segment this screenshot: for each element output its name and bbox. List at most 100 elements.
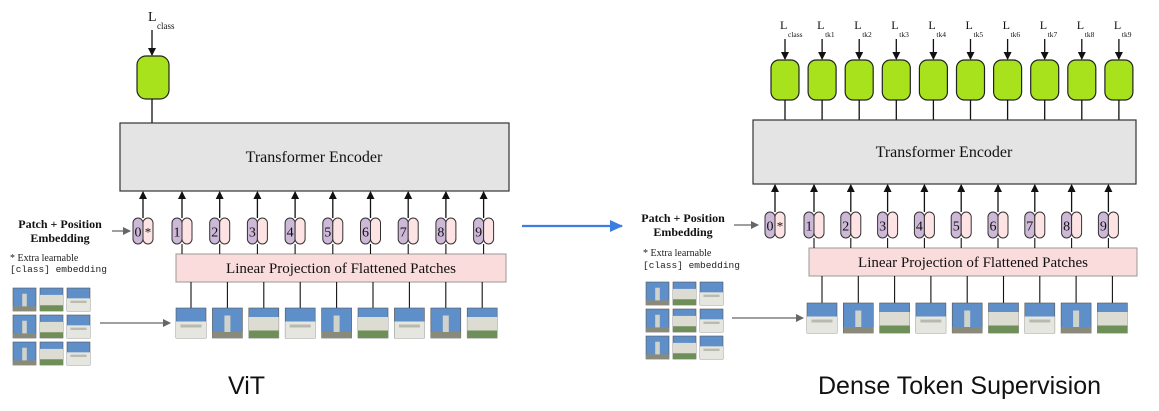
dense-loss-label-tk1: L: [817, 18, 824, 32]
left_panel-patch-5: [321, 307, 352, 339]
right_panel-token-label-7: 7: [1026, 220, 1033, 235]
left_panel-grid-cell-3: [66, 287, 91, 312]
vit-loss-label: L: [148, 10, 157, 25]
dense-loss-subscript-class: class: [788, 30, 803, 39]
left_panel-class-token-marker: *: [145, 225, 152, 240]
dense-output-head-tk3: [881, 59, 911, 101]
dense-embedding-label-line1: Patch + Position: [641, 211, 725, 225]
vit-input-image-grid: [12, 287, 91, 366]
left_panel-token-embedding-5: [332, 217, 344, 245]
dense-loss-subscript-tk2: tk2: [862, 30, 872, 39]
right_panel-patch-2: [842, 302, 874, 334]
dense-loss-label-tk8: L: [1077, 18, 1084, 32]
right_panel-class-token-embedding: [774, 211, 786, 239]
right_panel-token-embedding-5: [960, 211, 972, 239]
right_panel-patch-4: [915, 302, 947, 334]
left_panel-token-label-5: 5: [324, 226, 331, 241]
left_panel-patch-4: [284, 307, 316, 339]
right_panel-patch-9: [1097, 302, 1128, 334]
vit-note-line2: [class] embedding: [10, 264, 107, 275]
right_panel-grid-cell-6: [699, 308, 724, 333]
dense-output-head-tk5: [955, 59, 986, 101]
left_panel-patch-6: [357, 307, 389, 339]
dense-note-line1: * Extra learnable: [643, 248, 712, 259]
dense-panel: LclassLtk1Ltk2Ltk3Ltk4Ltk5Ltk6Ltk7Ltk8Lt…: [641, 18, 1138, 360]
right_panel-token-label-6: 6: [990, 220, 997, 235]
right_panel-token-embedding-4: [923, 211, 935, 239]
right_panel-grid-cell-3: [699, 281, 724, 306]
dense-loss-subscript-tk4: tk4: [936, 30, 946, 39]
right_panel-token-label-1: 1: [806, 220, 813, 235]
left_panel-token-embedding-4: [294, 217, 306, 245]
right_panel-grid-cell-7: [645, 335, 670, 360]
dense-loss-label-tk3: L: [891, 18, 898, 32]
left_panel-grid-cell-6: [66, 314, 91, 339]
left_panel-token-embedding-1: [181, 217, 193, 245]
left_panel-class-token-label: 0: [135, 226, 142, 241]
dense-loss-subscript-tk1: tk1: [825, 30, 835, 39]
vit-projection-label: Linear Projection of Flattened Patches: [226, 261, 456, 277]
left_panel-grid-cell-1: [12, 287, 37, 312]
dense-output-head-tk4: [918, 59, 949, 101]
right_panel-class-token-marker: *: [777, 219, 784, 234]
right_panel-token-embedding-6: [997, 211, 1009, 239]
left_panel-grid-cell-5: [39, 314, 64, 339]
dense-loss-subscript-tk3: tk3: [899, 30, 909, 39]
right_panel-patch-8: [1060, 302, 1092, 334]
right_panel-token-label-8: 8: [1063, 220, 1070, 235]
left_panel-patch-9: [466, 307, 498, 339]
left_panel-class-token-embedding: [142, 217, 154, 245]
right_panel-token-label-9: 9: [1100, 220, 1107, 235]
right_panel-grid-cell-1: [645, 281, 670, 306]
right_panel-token-embedding-9: [1107, 211, 1119, 239]
right_panel-token-embedding-3: [887, 211, 899, 239]
right_panel-grid-cell-5: [672, 308, 697, 333]
vit-patch-sequence: [175, 282, 498, 339]
left_panel-token-label-8: 8: [437, 226, 444, 241]
right_panel-class-token-label: 0: [767, 220, 774, 235]
dense-loss-subscript-tk8: tk8: [1085, 30, 1095, 39]
left_panel-grid-cell-4: [12, 314, 37, 339]
left_panel-token-embedding-3: [256, 217, 268, 245]
dense-output-head-tk6: [992, 59, 1023, 101]
dense-output-heads: LclassLtk1Ltk2Ltk3Ltk4Ltk5Ltk6Ltk7Ltk8Lt…: [770, 18, 1134, 120]
dense-embedding-label-line2: Embedding: [653, 225, 712, 239]
dense-loss-label-tk6: L: [1003, 18, 1010, 32]
left_panel-patch-1: [175, 307, 207, 339]
dense-loss-subscript-tk6: tk6: [1011, 30, 1021, 39]
dense-input-image-grid: [645, 281, 724, 360]
dense-patch-sequence: [806, 276, 1128, 334]
dense-output-head-class: [770, 59, 800, 101]
right_panel-token-label-3: 3: [879, 220, 886, 235]
dense-transformer-encoder: [752, 119, 1137, 185]
dense-loss-label-tk7: L: [1040, 18, 1047, 32]
right_panel-token-label-5: 5: [953, 220, 960, 235]
vit-output-head: [136, 55, 170, 100]
left_panel-patch-7: [394, 307, 425, 339]
dense-note-line2: [class] embedding: [643, 260, 740, 271]
left_panel-token-label-1: 1: [174, 226, 181, 241]
left_panel-grid-cell-7: [12, 341, 37, 366]
dense-loss-subscript-tk5: tk5: [974, 30, 984, 39]
left_panel-grid-cell-2: [39, 287, 64, 312]
right_panel-grid-cell-8: [672, 335, 697, 360]
dense-loss-label-tk9: L: [1114, 18, 1121, 32]
right_panel-grid-cell-4: [645, 308, 670, 333]
left_panel-token-embedding-6: [370, 217, 381, 245]
dense-output-head-tk8: [1067, 59, 1097, 101]
left_panel-token-embedding-8: [445, 217, 457, 245]
left_panel-token-embedding-9: [483, 217, 495, 245]
vit-note-line1: * Extra learnable: [10, 253, 79, 264]
vit-embedding-label-line2: Embedding: [30, 231, 89, 245]
dense-loss-subscript-tk7: tk7: [1048, 30, 1058, 39]
dense-encoder-label: Transformer Encoder: [876, 144, 1013, 161]
left_panel-patch-8: [430, 307, 462, 339]
left_panel-patch-2: [212, 307, 243, 339]
vit-linear-projection: [175, 253, 507, 283]
right_panel-patch-6: [988, 302, 1019, 334]
dense-output-head-tk2: [844, 59, 874, 101]
dense-caption: Dense Token Supervision: [818, 372, 1102, 400]
